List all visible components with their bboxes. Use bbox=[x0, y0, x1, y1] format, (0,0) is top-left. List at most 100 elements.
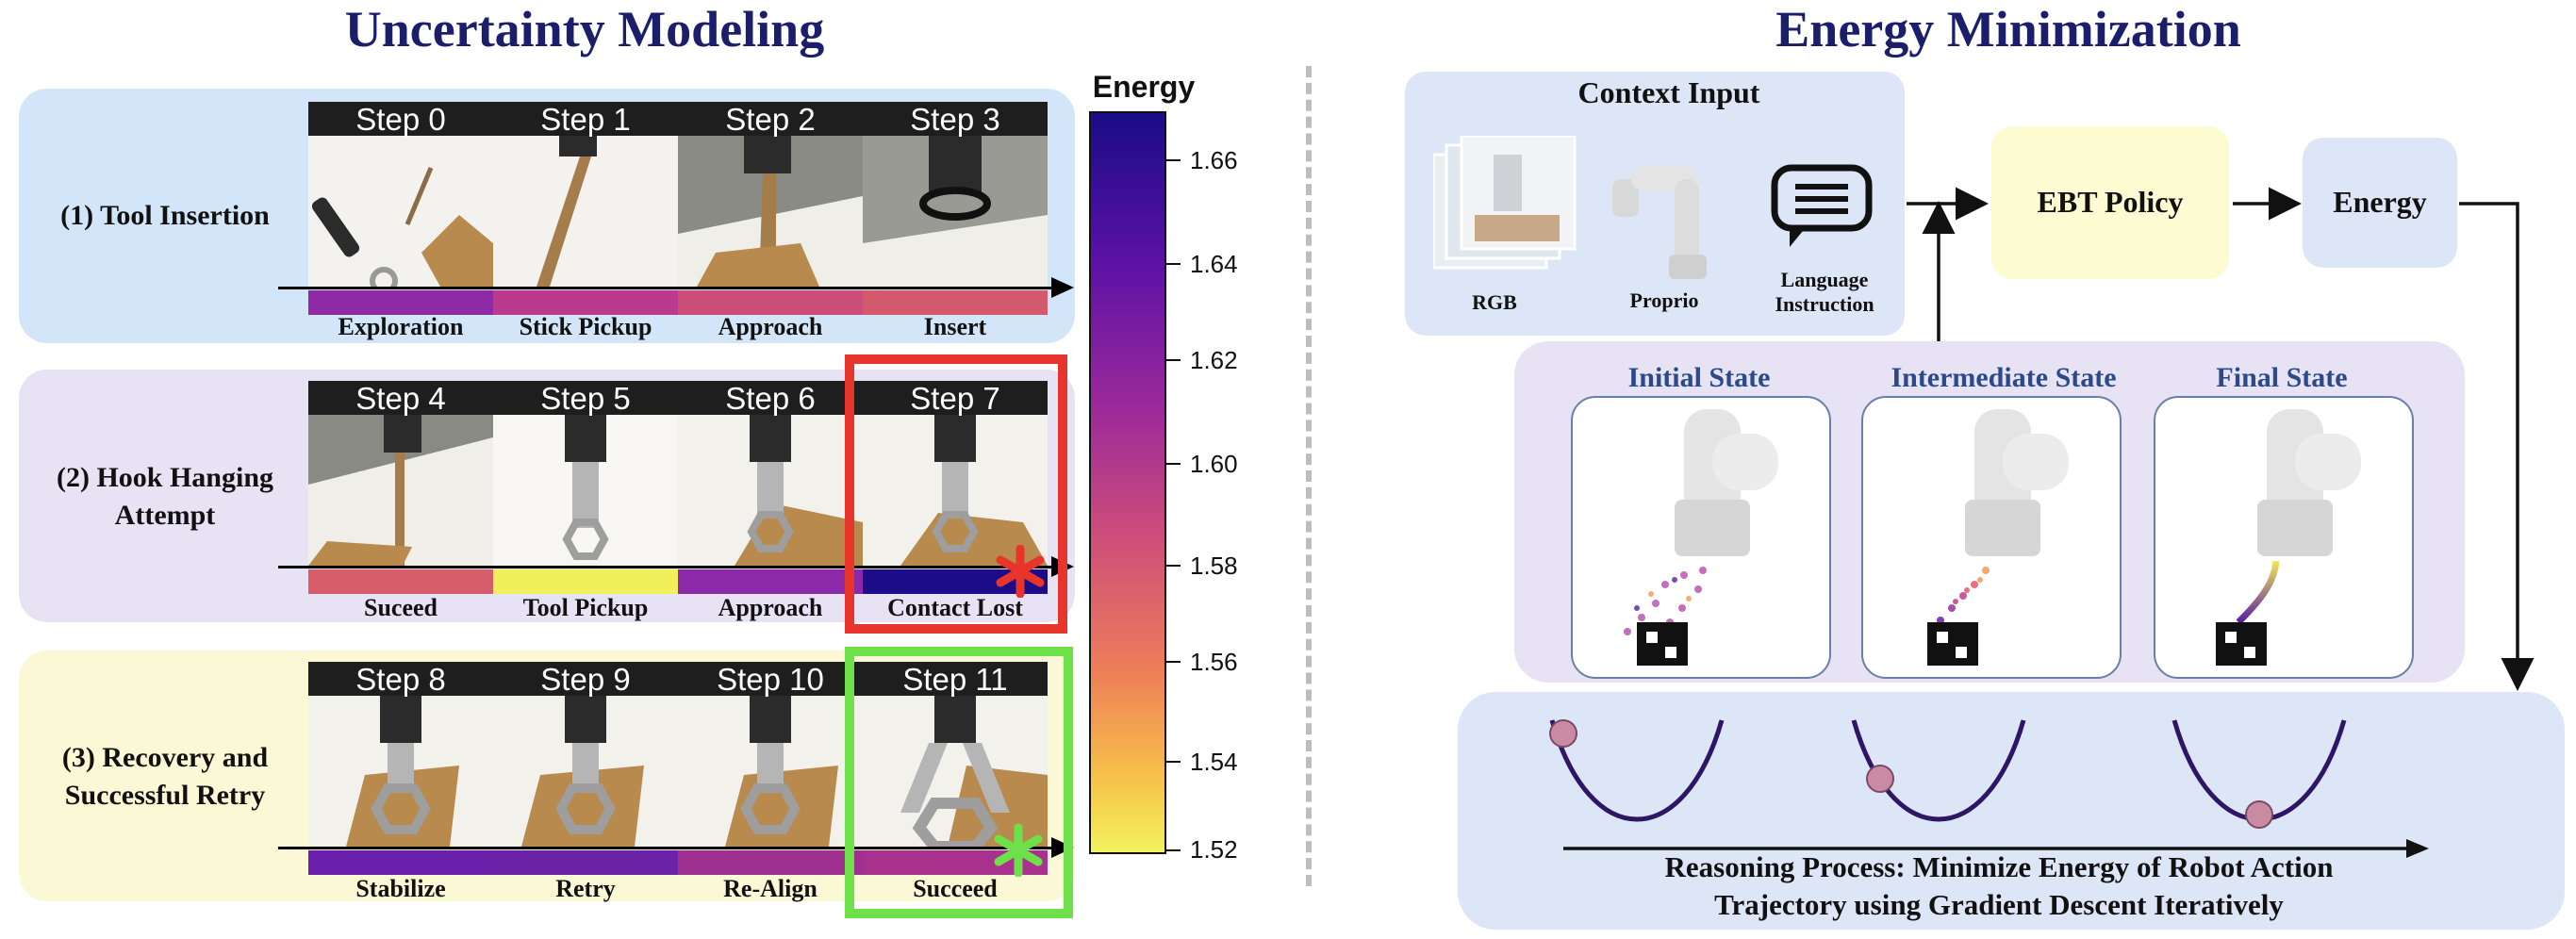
phase-label: Re-Align bbox=[723, 875, 817, 902]
phase-band bbox=[678, 290, 863, 315]
proprio-arm-icon bbox=[1612, 166, 1707, 279]
rgb-label: RGB bbox=[1472, 290, 1517, 314]
colorbar-tick: 1.64 bbox=[1190, 250, 1238, 278]
step-frame: Step 6 bbox=[678, 381, 863, 566]
intermediate-state-image bbox=[1927, 409, 2069, 666]
step-header: Step 6 bbox=[678, 381, 863, 416]
phase-band bbox=[308, 850, 493, 875]
phase-label: Approach bbox=[718, 313, 823, 340]
step-header: Step 0 bbox=[308, 102, 493, 137]
phase-label: Stabilize bbox=[355, 875, 446, 902]
stick-pickup-image bbox=[493, 136, 678, 287]
proprio-label: Proprio bbox=[1629, 288, 1699, 312]
phase-label: Suceed bbox=[364, 594, 438, 621]
step-frame: Step 1 bbox=[493, 102, 678, 287]
uncertainty-modeling-title: Uncertainty Modeling bbox=[344, 1, 825, 58]
colorbar-tick: 1.60 bbox=[1190, 450, 1238, 478]
stabilize-image bbox=[308, 696, 493, 847]
rgb-frames-image bbox=[1433, 136, 1577, 270]
approach-hook-image bbox=[678, 415, 863, 566]
tool-scene-image bbox=[308, 136, 493, 287]
energy-landscapes bbox=[1549, 719, 2429, 858]
insert-image bbox=[863, 136, 1048, 287]
tool-pickup-image bbox=[493, 415, 678, 566]
energy-colorbar bbox=[1089, 111, 1166, 854]
contact-lost-image bbox=[863, 415, 1048, 566]
colorbar-ticks bbox=[1165, 159, 1181, 851]
step-header: Step 1 bbox=[493, 102, 678, 137]
success-highlight-box bbox=[845, 647, 1073, 918]
timeline-axis bbox=[278, 287, 1061, 289]
step-frame: Step 3 bbox=[863, 102, 1048, 287]
intermediate-state-title: Intermediate State bbox=[1891, 362, 2117, 393]
step-frame: Step 10 bbox=[678, 662, 863, 847]
reasoning-caption-line1: Reasoning Process: Minimize Energy of Ro… bbox=[1664, 850, 2334, 883]
row-1-label: (1) Tool Insertion bbox=[60, 200, 270, 231]
phase-band bbox=[493, 290, 678, 315]
step-frame: Step 7 bbox=[863, 381, 1048, 566]
phase-band bbox=[493, 569, 678, 594]
phase-label: Retry bbox=[555, 875, 616, 902]
row-3-label: (3) Recovery and Successful Retry bbox=[61, 742, 269, 811]
step-header: Step 2 bbox=[678, 102, 863, 137]
ebt-policy-label: EBT Policy bbox=[2037, 185, 2184, 219]
phase-label: Tool Pickup bbox=[522, 594, 649, 621]
colorbar-tick: 1.52 bbox=[1190, 835, 1238, 864]
phase-band bbox=[678, 569, 863, 594]
step-frame: Step 4 bbox=[308, 381, 493, 566]
energy-minimization-title: Energy Minimization bbox=[1775, 1, 2241, 58]
energy-box bbox=[2303, 138, 2457, 268]
energy-box-label: Energy bbox=[2333, 185, 2427, 219]
step-frame: Step 8 bbox=[308, 662, 493, 847]
step-header: Step 7 bbox=[863, 381, 1048, 416]
colorbar-tick: 1.62 bbox=[1190, 346, 1238, 374]
phase-band bbox=[308, 569, 493, 594]
phase-label: Approach bbox=[718, 594, 823, 621]
timeline-axis bbox=[278, 566, 1061, 568]
phase-label: Insert bbox=[923, 313, 987, 340]
initial-state-title: Initial State bbox=[1627, 362, 1771, 393]
step-header: Step 8 bbox=[308, 662, 493, 697]
succeed-image bbox=[308, 415, 493, 566]
final-state-image bbox=[2216, 409, 2361, 666]
phase-label: Stick Pickup bbox=[519, 313, 652, 340]
language-instruction-icon bbox=[1771, 164, 1873, 247]
phase-label: Succeed bbox=[913, 875, 998, 902]
colorbar-tick: 1.56 bbox=[1190, 648, 1238, 676]
step-frame: Step 9 bbox=[493, 662, 678, 847]
phase-label: Exploration bbox=[338, 313, 464, 340]
colorbar-tick: 1.66 bbox=[1190, 146, 1238, 174]
phase-band bbox=[493, 850, 678, 875]
green-asterisk-icon bbox=[994, 824, 1043, 877]
approach-image bbox=[678, 136, 863, 287]
colorbar-tick: 1.58 bbox=[1190, 552, 1238, 580]
re-align-image bbox=[678, 696, 863, 847]
initial-state-image bbox=[1624, 409, 1778, 666]
step-frame: Step 5 bbox=[493, 381, 678, 566]
timeline-arrow-icon bbox=[1051, 277, 1074, 298]
step-header: Step 10 bbox=[678, 662, 863, 697]
context-input-title: Context Input bbox=[1577, 75, 1760, 109]
red-asterisk-icon bbox=[996, 545, 1045, 598]
retry-image bbox=[493, 696, 678, 847]
step-frame: Step 0 bbox=[308, 102, 493, 287]
step-frame: Step 11 bbox=[863, 662, 1048, 847]
row-2-label: (2) Hook Hanging Attempt bbox=[56, 462, 274, 531]
succeed-grip-image bbox=[863, 696, 1048, 847]
language-instruction-label: Language Instruction bbox=[1775, 268, 1874, 316]
step-frame: Step 2 bbox=[678, 102, 863, 287]
colorbar-label: Energy bbox=[1092, 70, 1196, 104]
step-header: Step 11 bbox=[863, 662, 1048, 697]
step-header: Step 5 bbox=[493, 381, 678, 416]
reasoning-caption-line2: Trajectory using Gradient Descent Iterat… bbox=[1714, 888, 2284, 921]
phase-band bbox=[678, 850, 863, 875]
failure-highlight-box bbox=[845, 354, 1067, 634]
timeline-arrow-icon bbox=[1051, 837, 1074, 858]
timeline-axis bbox=[278, 847, 1061, 849]
phase-band bbox=[308, 290, 493, 315]
phase-band bbox=[863, 290, 1048, 315]
section-divider bbox=[1306, 66, 1312, 886]
reasoning-panel bbox=[1458, 692, 2565, 930]
phase-label: Contact Lost bbox=[887, 594, 1023, 621]
